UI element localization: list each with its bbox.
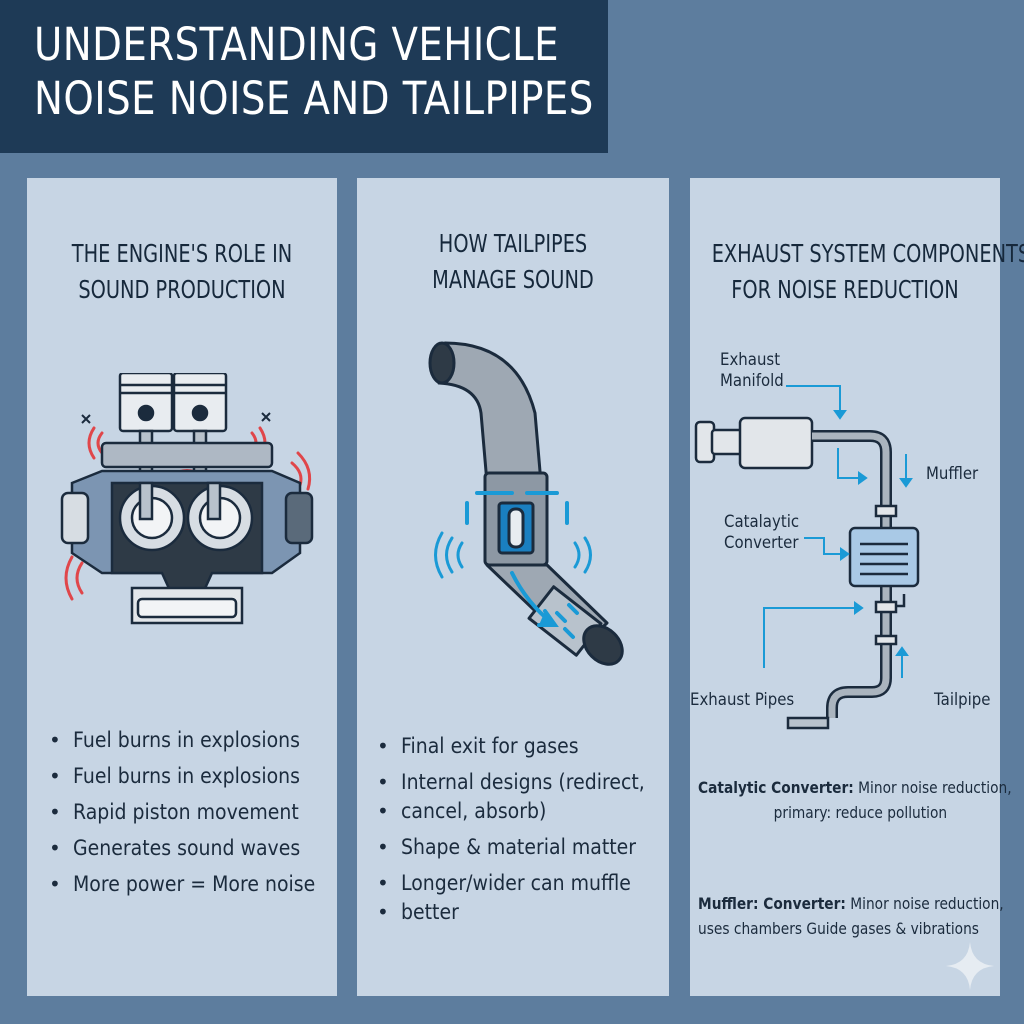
bullet-text: Rapid piston movement <box>73 800 299 824</box>
page-title: UNDERSTANDING VEHICLE NOISE NOISE AND TA… <box>0 0 608 153</box>
bullet-text: Final exit for gases <box>401 734 579 758</box>
bullet-text: Shape & material matter <box>401 835 637 859</box>
label-text: Exhaust Pipes <box>690 690 795 710</box>
exhaust-panel-title-line-2: FOR NOISE REDUCTION <box>731 275 959 304</box>
pipe-icon <box>428 341 624 666</box>
label-exhaust-pipes: Exhaust Pipes <box>690 690 808 711</box>
exhaust-panel-title: EXHAUST SYSTEM COMPONENTS FOR NOISE REDU… <box>690 236 1024 308</box>
list-item: Generates sound waves <box>49 834 342 863</box>
label-text: Catalaytic <box>724 512 800 532</box>
engine-panel-title-line-1: THE ENGINE'S ROLE IN <box>71 239 293 268</box>
bullet-text: Fuel burns in explosions <box>73 764 300 788</box>
label-muffler: Muffler <box>926 464 985 485</box>
bullet-text: Fuel burns in explosions <box>73 728 300 752</box>
note-text: Minor noise reduction, <box>845 894 1004 913</box>
flow-arrow-icon <box>465 491 579 639</box>
list-item: Shape & material matter <box>377 833 672 862</box>
tailpipe-panel-title-line-2: MANAGE SOUND <box>432 265 594 294</box>
list-item: Rapid piston movement <box>49 798 342 827</box>
list-item: Internal designs (redirect, <box>377 768 672 797</box>
label-exhaust-manifold: Exhaust Manifold <box>720 350 792 392</box>
label-text: Tailpipe <box>934 690 991 710</box>
exhaust-panel: EXHAUST SYSTEM COMPONENTS FOR NOISE REDU… <box>690 178 1024 996</box>
list-item: More power = More noise <box>49 870 342 899</box>
tailpipe-panel: HOW TAILPIPES MANAGE SOUND Final exit fo… <box>357 178 669 996</box>
list-item: Final exit for gases <box>377 732 672 761</box>
callout-arrow-icon <box>763 385 913 678</box>
tailpipe-panel-title-line-1: HOW TAILPIPES <box>438 229 588 258</box>
tailpipe-bullet-list: Final exit for gases Internal designs (r… <box>377 732 672 934</box>
label-text: Converter <box>724 533 799 553</box>
sparkle-icon <box>946 942 994 990</box>
bullet-text: More power = More noise <box>73 872 316 896</box>
label-catalytic-converter: Catalaytic Converter <box>724 512 809 554</box>
engine-block-icon <box>60 441 314 625</box>
note-heading: Catalytic Converter: <box>698 778 854 797</box>
label-tailpipe: Tailpipe <box>934 690 998 711</box>
tailpipe-illustration <box>428 341 624 666</box>
exhaust-system-diagram <box>694 385 920 730</box>
catalytic-converter-icon <box>848 504 920 646</box>
page-title-line-2: NOISE NOISE AND TAILPIPES <box>34 72 594 125</box>
engine-panel: THE ENGINE'S ROLE IN SOUND PRODUCTION <box>27 178 337 996</box>
engine-illustration <box>60 373 314 625</box>
label-text: Manifold <box>720 371 784 391</box>
bullet-text: better <box>401 900 459 924</box>
catalytic-converter-note: Catalytic Converter: Minor noise reducti… <box>698 775 1024 825</box>
label-text: Muffler <box>926 464 979 484</box>
list-item: Longer/wider can muffle <box>377 869 672 898</box>
list-item: Fuel burns in explosions <box>49 762 342 791</box>
engine-panel-title-line-2: SOUND PRODUCTION <box>78 275 286 304</box>
note-text: uses chambers Guide gases & vibrations <box>698 919 979 938</box>
exhaust-manifold-icon <box>694 416 892 730</box>
bullet-text: Longer/wider can muffle <box>401 871 631 895</box>
bullet-text: Internal designs (redirect, <box>401 770 645 794</box>
note-text: Minor noise reduction, <box>853 778 1012 797</box>
label-text: Exhaust <box>720 350 781 370</box>
bullet-text: cancel, absorb) <box>401 799 547 823</box>
page-title-line-1: UNDERSTANDING VEHICLE <box>34 18 560 71</box>
list-item-continuation: better <box>377 898 672 927</box>
muffler-note: Muffler: Converter: Minor noise reductio… <box>698 891 1024 941</box>
spark-icon <box>81 412 271 424</box>
exhaust-panel-title-line-1: EXHAUST SYSTEM COMPONENTS <box>711 239 1024 268</box>
engine-bullet-list: Fuel burns in explosions Fuel burns in e… <box>49 726 342 906</box>
note-text: primary: reduce pollution <box>773 803 948 822</box>
tailpipe-panel-title: HOW TAILPIPES MANAGE SOUND <box>357 226 669 298</box>
bullet-text: Generates sound waves <box>73 836 301 860</box>
note-heading: Muffler: Converter: <box>698 894 846 913</box>
engine-panel-title: THE ENGINE'S ROLE IN SOUND PRODUCTION <box>27 236 337 308</box>
list-item-continuation: cancel, absorb) <box>377 797 672 826</box>
sound-wave-icon <box>434 531 592 579</box>
list-item: Fuel burns in explosions <box>49 726 342 755</box>
